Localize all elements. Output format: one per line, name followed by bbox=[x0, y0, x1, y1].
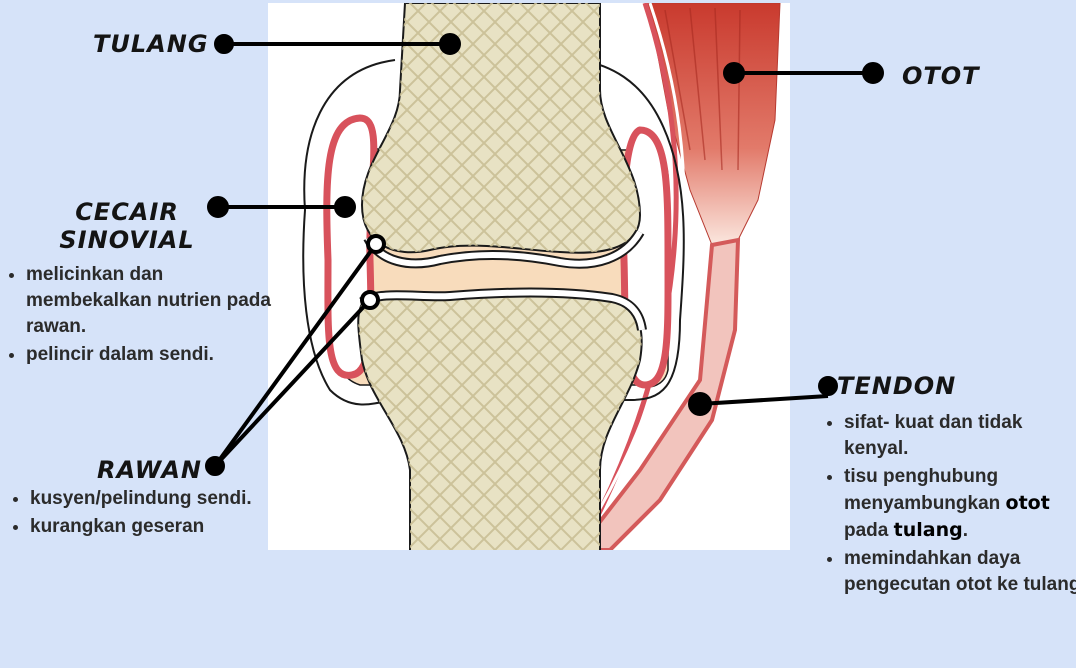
tendon-point-2-end: . bbox=[963, 520, 968, 541]
label-rawan: RAWAN bbox=[97, 456, 202, 484]
list-item: melicinkan dan membekalkan nutrien pada … bbox=[26, 262, 286, 340]
list-item: kusyen/pelindung sendi. bbox=[30, 486, 270, 512]
list-item: tisu penghubung menyambungkan otot pada … bbox=[844, 464, 1076, 544]
label-otot: OTOT bbox=[902, 62, 980, 90]
label-cecair-line1: CECAIR bbox=[57, 198, 197, 226]
rawan-list: kusyen/pelindung sendi. kurangkan gesera… bbox=[10, 486, 270, 542]
label-tendon: TENDON bbox=[837, 372, 956, 400]
label-tulang: TULANG bbox=[93, 30, 209, 58]
label-cecair-sinovial: CECAIR SINOVIAL bbox=[57, 198, 197, 254]
highlight-otot: otot bbox=[1006, 492, 1050, 514]
list-item: kurangkan geseran bbox=[30, 514, 270, 540]
tendon-list: sifat- kuat dan tidak kenyal. tisu pengh… bbox=[824, 410, 1076, 600]
tendon-point-2-text: tisu penghubung menyambungkan bbox=[844, 466, 1000, 514]
label-cecair-line2: SINOVIAL bbox=[57, 226, 197, 254]
list-item: pelincir dalam sendi. bbox=[26, 342, 286, 368]
highlight-tulang: tulang bbox=[894, 519, 963, 541]
list-item: sifat- kuat dan tidak kenyal. bbox=[844, 410, 1076, 462]
list-item: memindahkan daya pengecutan otot ke tula… bbox=[844, 546, 1076, 598]
tendon-point-2-pada: pada bbox=[844, 520, 888, 541]
cecair-sinovial-list: melicinkan dan membekalkan nutrien pada … bbox=[6, 262, 286, 370]
